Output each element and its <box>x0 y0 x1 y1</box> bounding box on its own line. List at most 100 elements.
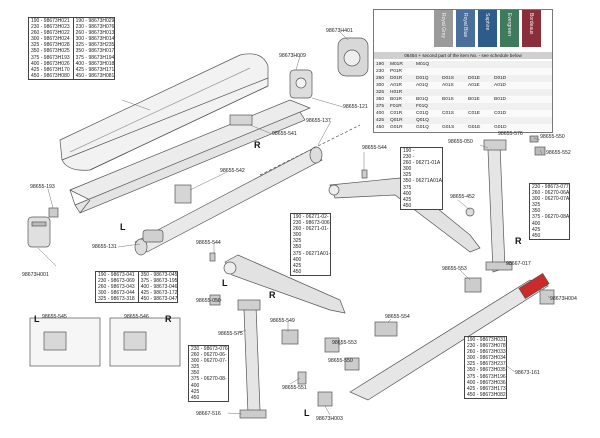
part-number-line: 300 - 98673-044 <box>98 290 135 297</box>
fabric-table-note: 06454 + second part of the item No. - se… <box>374 52 552 59</box>
part-number-line: 190 - 98673-041 <box>98 272 135 278</box>
fabric-table-cell <box>466 61 492 68</box>
fabric-table-cell: B01D <box>494 97 506 102</box>
label-98655-544-top: 98655-544 <box>362 145 387 151</box>
fabric-table-cell: A01Q <box>416 83 429 88</box>
part-number-line: 300 - 98673H014 <box>75 36 115 43</box>
part-number-line: 425 <box>403 196 412 203</box>
part-number-line: 230 - 98673-077 <box>532 184 569 190</box>
label-98655-553-bottom: 98655-553 <box>332 340 357 346</box>
left-leg-drawing <box>237 299 267 419</box>
lead-bar-drawing <box>349 273 550 401</box>
part-number-line: 230 - 98673H076 <box>75 24 115 31</box>
part-number-line: 450 <box>403 202 412 209</box>
side-label-r-leg: R <box>515 236 522 246</box>
part-number-line: 300 <box>403 166 412 173</box>
part-number-line: 260 - 98673H033 <box>467 349 506 356</box>
label-98655-050-center: 98655-050 <box>196 298 221 304</box>
right-leg-drawing <box>483 139 513 273</box>
fabric-table-cell: Q01Q <box>416 118 429 123</box>
end-cap-drawing <box>27 216 51 248</box>
part-number-line: 450 <box>532 232 541 239</box>
part-number-line: 375 - 06271A01- <box>293 250 331 257</box>
fabric-table-cell: M01R <box>390 62 403 67</box>
fabric-table-cell: 260 <box>376 76 385 81</box>
part-number-line: 425 - 98673-172 <box>140 290 178 297</box>
fabric-table-cell: B01Q <box>416 97 429 102</box>
part-number-line: 230 - 98673-069 <box>98 278 135 285</box>
fabric-table-cell: 190 <box>376 62 385 67</box>
label-98655-452: 98655-452 <box>450 194 475 200</box>
label-98655-137: 98655-137 <box>306 118 331 124</box>
awning-cover-drawing <box>59 53 269 171</box>
fabric-table-cell: C01D <box>494 111 507 116</box>
part-number-line: 375 - 06270-08A <box>532 214 570 221</box>
fabric-table-cell: M01Q <box>416 62 430 67</box>
part-number-line: 260 - 06270-06A <box>532 190 570 197</box>
fabric-swatch <box>434 10 453 47</box>
part-number-line: 300 - 98673H034 <box>467 355 506 362</box>
part-number-line: 230 - 98673-006 <box>293 220 330 227</box>
part-number-line: 425 <box>191 388 200 395</box>
part-number-line: 425 - 98673H173 <box>467 385 506 392</box>
fabric-table-cell <box>414 68 440 75</box>
part-number-line: 450 - 98673-047 <box>140 296 178 303</box>
part-number-line: 350 - 98673H017 <box>75 48 115 55</box>
fabric-swatch <box>456 10 475 47</box>
fabric-table-cell: D01D <box>494 76 507 81</box>
part-number-line: 400 <box>532 220 541 227</box>
fabric-table-cell: C01S <box>442 111 454 116</box>
fabric-table-cell: B01R <box>390 97 402 102</box>
part-number-line: 350 <box>532 208 541 215</box>
label-98655-554: 98655-554 <box>385 314 410 320</box>
fabric-table-cell: F01R <box>390 104 402 109</box>
winding-mechanism-drawing <box>289 37 369 99</box>
fabric-table-cell: D01E <box>468 76 480 81</box>
label-98655-542: 98655-542 <box>220 168 245 174</box>
fabric-table-cell <box>466 68 492 75</box>
part-number-line: 375 <box>403 184 412 191</box>
part-number-line: 350 - 98673-045 <box>140 272 178 278</box>
part-number-line: 230 - 98673-076 <box>191 346 228 352</box>
fabric-table-cell <box>440 61 466 68</box>
small-brackets-drawing <box>48 114 368 262</box>
fabric-table-cell: 325 <box>376 90 385 95</box>
fabric-table-cell: G01E <box>468 125 481 130</box>
label-98655-050-top: 98655-050 <box>448 139 473 145</box>
part-number-line: 350 <box>293 244 302 251</box>
part-number-line: 425 <box>532 226 541 233</box>
fabric-table-cell: D01R <box>390 76 403 81</box>
part-number-line: 450 <box>293 268 302 275</box>
label-98673-161: 98673-161 <box>515 370 540 376</box>
part-number-line: 375 - 98673H193 <box>31 54 70 61</box>
fabric-table-cell: 375 <box>376 104 385 109</box>
part-number-line: 450 - 98673H082 <box>467 391 506 398</box>
side-label-l-arm: L <box>222 278 228 288</box>
fabric-table-row: 190 M01R M01Q <box>374 61 552 68</box>
label-98655-544-center: 98655-544 <box>196 240 221 246</box>
fabric-table-cell <box>466 103 492 110</box>
label-98655-549: 98655-549 <box>270 318 295 324</box>
part-number-line: 190 - 98673H029 <box>75 18 115 24</box>
part-number-line: 350 - 06271A01A <box>403 178 442 185</box>
part-number-line: 425 - 98673H171 <box>75 66 115 73</box>
fabric-table-cell <box>414 89 440 96</box>
label-98673H001: 98673H001 <box>22 272 49 278</box>
part-number-line: 325 <box>293 238 302 245</box>
part-number-line: 400 - 98673-046 <box>140 284 178 291</box>
part-number-line: 450 - 98673H081 <box>75 72 115 79</box>
part-number-line: 325 - 98673H028 <box>31 42 70 49</box>
